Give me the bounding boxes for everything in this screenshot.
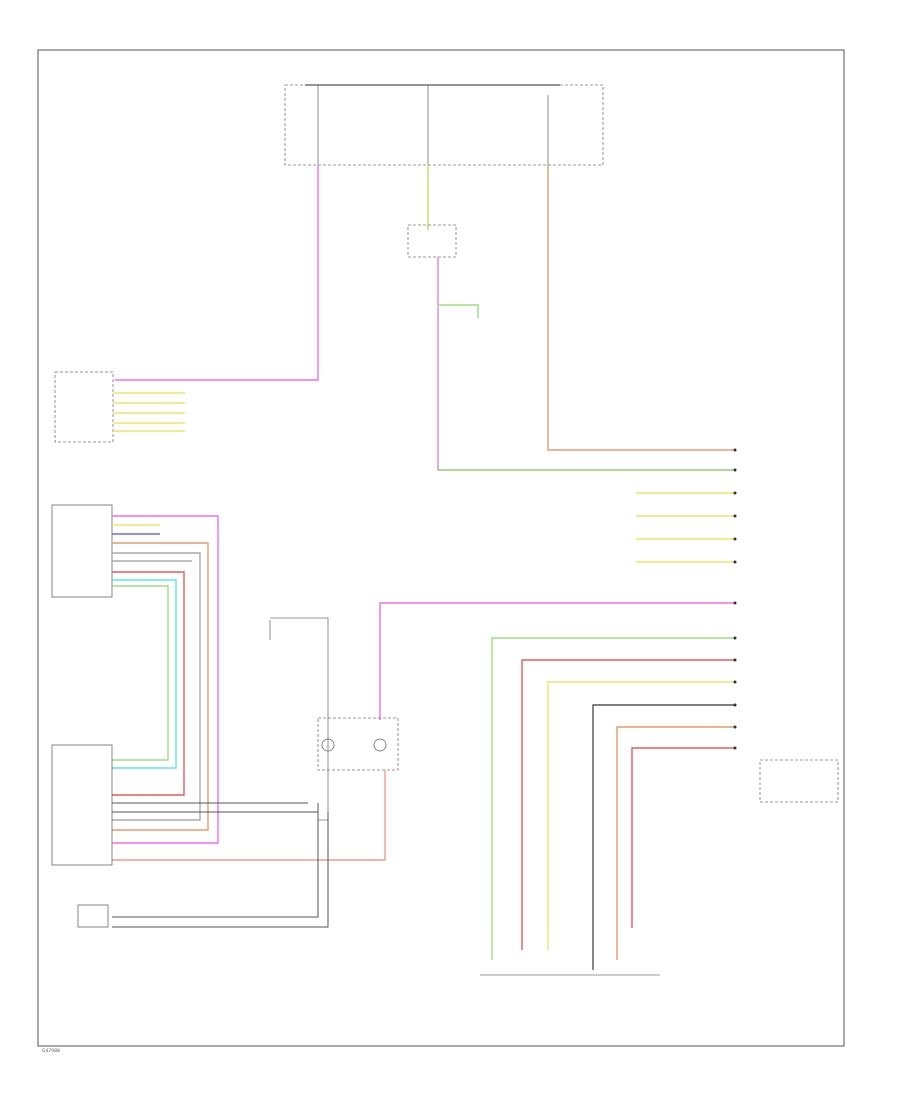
cruise-switch-wires — [113, 392, 185, 432]
wire-red-airbag — [112, 770, 386, 861]
clock-spring-right — [373, 738, 387, 752]
right-switch-wires — [112, 802, 329, 928]
left-combination-switch — [51, 504, 113, 598]
module-wires — [491, 637, 735, 970]
right-module-box — [759, 759, 839, 803]
left-switch-wires — [112, 515, 219, 844]
horn-relay — [77, 904, 109, 928]
wire-orange-main — [547, 165, 735, 451]
clock-spring-left — [321, 738, 335, 752]
wire-green-stop — [438, 304, 479, 318]
fuse-box — [284, 84, 604, 166]
clock-spring — [317, 717, 399, 771]
diagram-border — [37, 49, 845, 1047]
footer-code: G47088 — [42, 1048, 60, 1054]
ecm-yellow-wires — [636, 492, 735, 563]
wire-pink-stop — [437, 257, 735, 471]
stop-switch — [407, 224, 457, 258]
wire-pink-ecm — [379, 602, 735, 720]
horn-ground — [269, 617, 329, 821]
wire-pink-main — [115, 165, 319, 381]
cruise-switch — [54, 371, 114, 443]
ecm-connector-pins — [733, 448, 737, 750]
right-combination-switch — [51, 744, 113, 866]
